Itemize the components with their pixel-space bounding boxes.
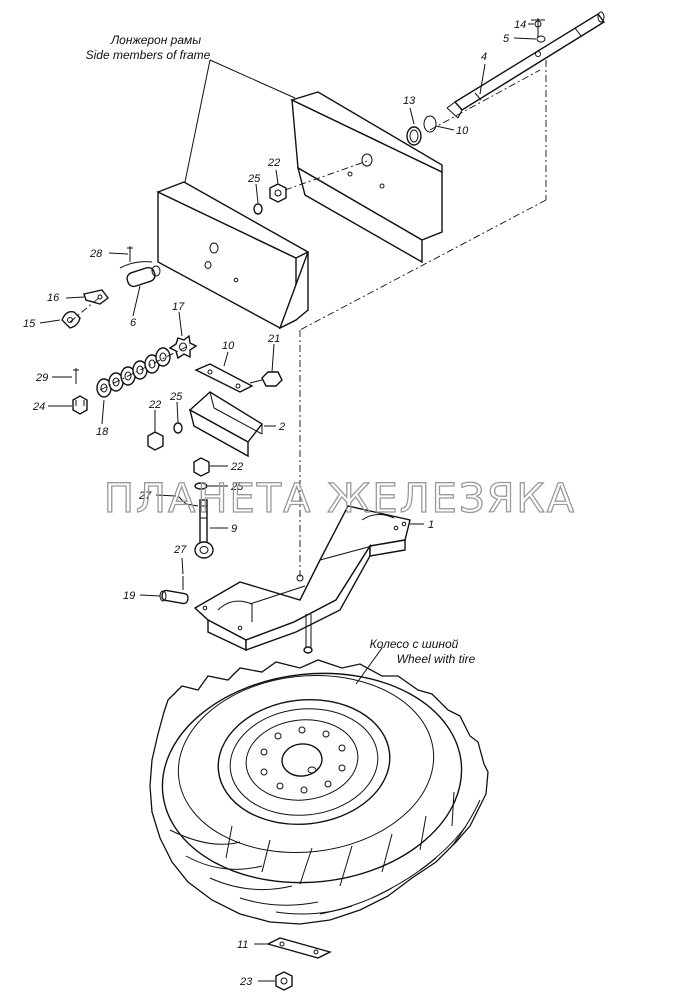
callout-13: 13 bbox=[403, 95, 416, 107]
callout-5: 5 bbox=[503, 33, 510, 45]
callout-2: 2 bbox=[278, 421, 285, 433]
washer-part-25-top bbox=[253, 203, 263, 215]
callout-leaders bbox=[39, 23, 537, 982]
assembly-center-lines bbox=[69, 60, 547, 580]
wheel-with-tire bbox=[149, 659, 489, 925]
holder-frame-part-1 bbox=[193, 505, 411, 652]
wheel-caption-leader bbox=[355, 647, 383, 685]
nut-part-22-low bbox=[193, 457, 210, 477]
washer-part-25-mid bbox=[173, 422, 183, 434]
callout-27-lower: 27 bbox=[173, 544, 187, 556]
callout-16: 16 bbox=[47, 292, 60, 304]
pin-part-14 bbox=[531, 18, 545, 38]
callout-11: 11 bbox=[237, 939, 248, 951]
nut-part-23 bbox=[275, 971, 293, 991]
callout-19: 19 bbox=[123, 590, 135, 602]
callout-25-mid: 25 bbox=[169, 391, 183, 403]
axle-pin-part-19 bbox=[159, 589, 189, 605]
callout-25-low: 25 bbox=[230, 481, 244, 493]
callout-14: 14 bbox=[514, 19, 526, 31]
callout-21: 21 bbox=[267, 333, 280, 345]
callout-23: 23 bbox=[239, 976, 253, 988]
callout-25-top: 25 bbox=[247, 173, 261, 185]
wheel-caption-ru: Колесо с шиной bbox=[370, 637, 459, 651]
frame-caption-leaders bbox=[184, 59, 296, 183]
callout-22-mid: 22 bbox=[148, 399, 161, 411]
washer-part-5 bbox=[536, 35, 546, 43]
callout-10-top: 10 bbox=[456, 125, 469, 137]
washer-part-25-low bbox=[194, 482, 208, 490]
callout-6: 6 bbox=[130, 317, 137, 329]
shaft-part-4 bbox=[446, 11, 606, 119]
eye-bolt-part-9 bbox=[194, 499, 214, 559]
callout-17: 17 bbox=[172, 301, 185, 313]
washer-stack-part-18 bbox=[96, 347, 171, 398]
bolt-part-15 bbox=[61, 310, 81, 329]
latch-part-16 bbox=[83, 289, 109, 305]
callout-15: 15 bbox=[23, 318, 36, 330]
plate-part-11 bbox=[266, 937, 332, 959]
pin-part-28 bbox=[127, 246, 133, 262]
lever-part-6 bbox=[119, 261, 161, 288]
callout-10-mid: 10 bbox=[222, 340, 235, 352]
callout-4: 4 bbox=[481, 51, 487, 63]
callout-29: 29 bbox=[35, 372, 48, 384]
nut-part-22-mid bbox=[147, 431, 164, 451]
callout-27-upper: 27 bbox=[138, 490, 152, 502]
frame-side-member-rear bbox=[290, 91, 443, 264]
bolt-part-21 bbox=[249, 371, 283, 387]
strap-plate-part-10 bbox=[194, 363, 254, 393]
castle-nut-part-24 bbox=[72, 395, 88, 415]
bracket-part-2 bbox=[188, 391, 264, 458]
callout-24: 24 bbox=[32, 401, 45, 413]
frame-caption-en: Side members of frame bbox=[86, 48, 211, 62]
bolt-long bbox=[303, 614, 313, 654]
frame-side-member-front bbox=[156, 181, 310, 330]
callout-18: 18 bbox=[96, 426, 109, 438]
callout-28: 28 bbox=[89, 248, 103, 260]
callout-22-top: 22 bbox=[267, 157, 280, 169]
callout-1: 1 bbox=[428, 519, 434, 531]
seal-ring-part-13 bbox=[406, 126, 422, 146]
lock-ring-part-10 bbox=[423, 115, 437, 133]
nut-part-22-top bbox=[269, 183, 287, 203]
wheel-caption-en: Wheel with tire bbox=[397, 652, 476, 666]
watermark-text: ПЛАНЕТА ЖЕЛЕЗЯКА bbox=[104, 476, 576, 522]
pin-part-29 bbox=[73, 368, 79, 384]
pin-part-27-upper bbox=[177, 495, 199, 507]
frame-caption-ru: Лонжерон рамы bbox=[110, 33, 201, 47]
callout-9: 9 bbox=[231, 523, 237, 535]
star-washer-part-17 bbox=[168, 334, 198, 360]
callout-22-low: 22 bbox=[230, 461, 243, 473]
